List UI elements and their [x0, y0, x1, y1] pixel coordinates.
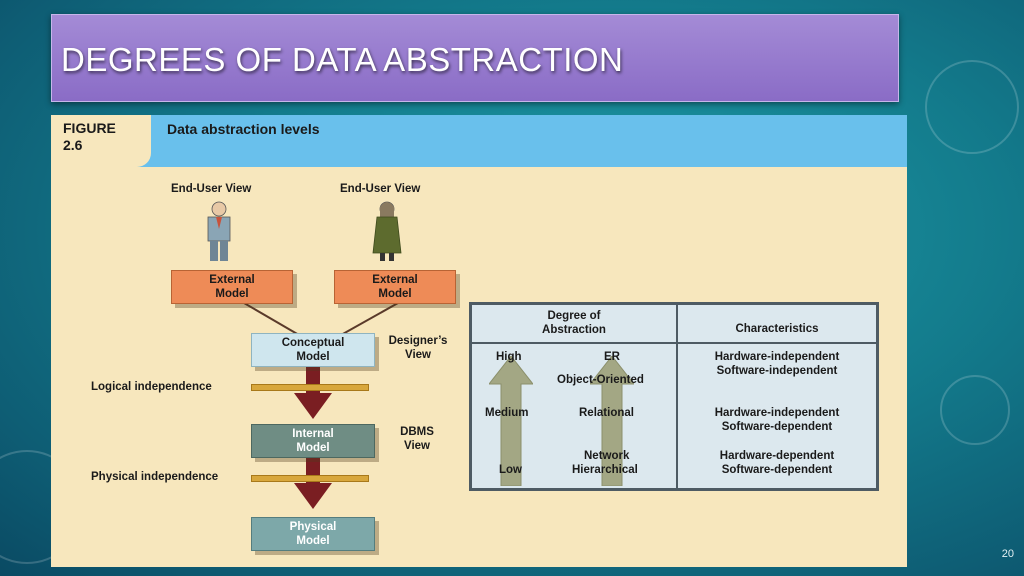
model-network: Network — [584, 450, 630, 462]
level-low: Low — [499, 464, 522, 476]
up-arrow-icon — [489, 356, 533, 486]
abstraction-table: Degree of Abstraction Characteristics Hi… — [469, 302, 879, 491]
level-medium: Medium — [485, 407, 529, 419]
table-divider — [676, 305, 678, 488]
logical-independence-label: Logical independence — [91, 381, 212, 393]
header-characteristics: Characteristics — [735, 323, 819, 335]
model-er: ER — [604, 351, 620, 363]
level-high: High — [496, 351, 522, 363]
up-arrow-icon — [590, 356, 634, 486]
male-user-icon — [207, 201, 231, 261]
physical-model-box: Physical Model — [251, 517, 375, 551]
slide-number: 20 — [1001, 548, 1014, 560]
external-model-label: External Model — [372, 274, 418, 300]
external-model-box: External Model — [171, 270, 293, 304]
figure-label: FIGURE 2.6 — [63, 120, 116, 153]
conceptual-model-box: Conceptual Model — [251, 333, 375, 367]
characteristics-medium: Hardware-independent Software-dependent — [714, 407, 840, 433]
dbms-view-label: DBMS View — [400, 426, 434, 452]
model-relational: Relational — [579, 407, 634, 419]
figure-tab: FIGURE 2.6 — [51, 115, 151, 167]
external-model-box: External Model — [334, 270, 456, 304]
physical-independence-bar — [251, 475, 369, 482]
figure-panel: FIGURE 2.6 Data abstraction levels End-U… — [51, 115, 907, 567]
model-hierarchical: Hierarchical — [572, 464, 638, 476]
figure-header — [51, 115, 907, 167]
title-bar: DEGREES OF DATA ABSTRACTION — [51, 14, 899, 102]
logical-independence-bar — [251, 384, 369, 391]
physical-model-label: Physical Model — [289, 521, 337, 547]
table-divider — [472, 342, 876, 344]
physical-independence-label: Physical independence — [91, 471, 219, 483]
designers-view-label: Designer’s View — [388, 335, 448, 361]
decorative-ring — [925, 60, 1019, 154]
internal-model-label: Internal Model — [292, 428, 334, 454]
external-model-label: External Model — [209, 274, 255, 300]
model-object-oriented: Object-Oriented — [557, 374, 644, 386]
characteristics-high: Hardware-independent Software-independen… — [714, 351, 840, 377]
end-user-view-label: End-User View — [340, 183, 421, 195]
characteristics-low: Hardware-dependent Software-dependent — [719, 450, 835, 476]
conceptual-model-label: Conceptual Model — [281, 337, 345, 363]
female-user-icon — [372, 201, 402, 261]
end-user-view-label: End-User View — [171, 183, 252, 195]
internal-model-box: Internal Model — [251, 424, 375, 458]
decorative-ring — [940, 375, 1010, 445]
slide-title: DEGREES OF DATA ABSTRACTION — [61, 41, 624, 78]
figure-title: Data abstraction levels — [167, 121, 320, 137]
header-degree-of-abstraction: Degree of Abstraction — [542, 310, 606, 336]
